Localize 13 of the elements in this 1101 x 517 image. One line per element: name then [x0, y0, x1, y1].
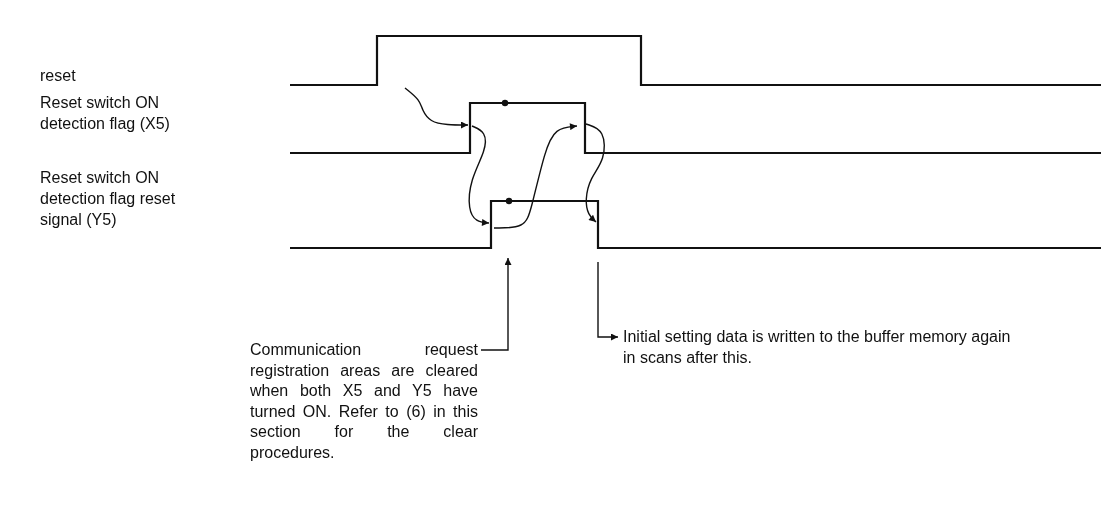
signal-label: Reset switch ON detection flag reset signal (Y5) [40, 168, 177, 230]
leader-arrow [597, 261, 619, 341]
causality-arrow [493, 123, 578, 229]
signal-label: reset [40, 66, 76, 86]
signal-label: Reset switch ON detection flag (X5) [40, 93, 171, 134]
causality-arrow [585, 123, 605, 223]
causality-arrow [404, 87, 469, 129]
annotation-text: Initial setting data is written to the buffer memory again in scans after this. [623, 327, 1012, 368]
causality-arrow [468, 125, 490, 226]
waveform [290, 36, 1101, 86]
annotation-text: Communication request registration areas are cleared when both X5 and Y5 have turned ON. Refer to (6) in this section for the clear procedures. [250, 340, 478, 463]
waveform [290, 200, 1101, 249]
leader-arrow [480, 257, 512, 351]
